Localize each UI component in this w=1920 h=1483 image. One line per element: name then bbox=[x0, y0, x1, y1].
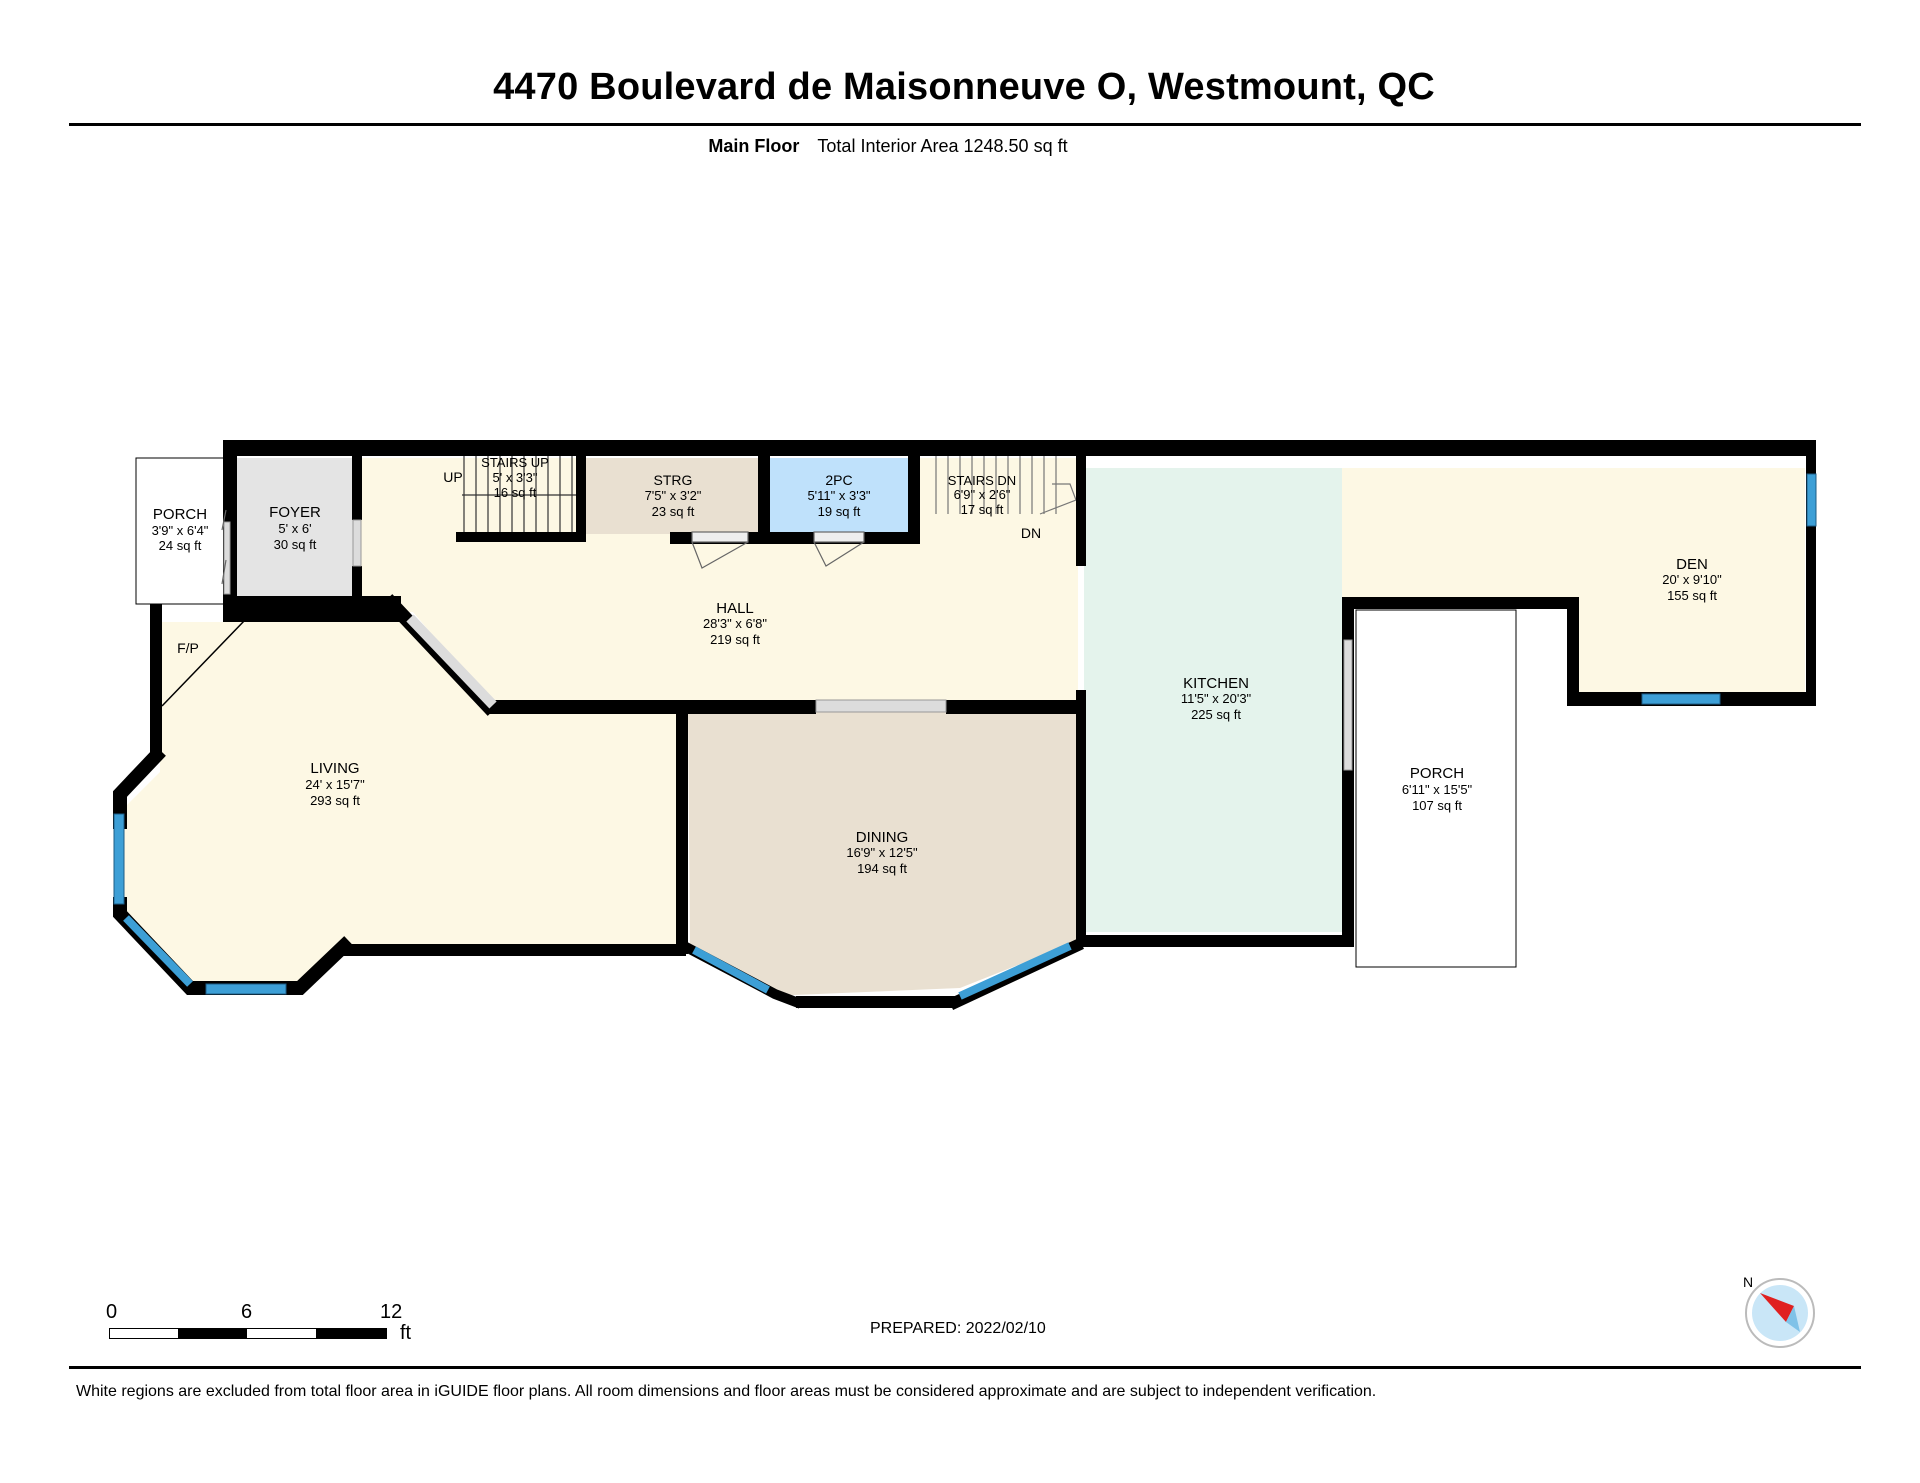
door-swings bbox=[221, 509, 865, 585]
room-den bbox=[1342, 468, 1805, 692]
prepared-date: PREPARED: 2022/02/10 bbox=[870, 1320, 1046, 1337]
walls bbox=[150, 440, 1816, 1008]
floor-subtitle: Main Floor Total Interior Area 1248.50 sq… bbox=[0, 136, 1776, 157]
den-name: DEN bbox=[1676, 556, 1708, 573]
stairs-down-treads bbox=[935, 456, 1077, 515]
porch-east-dims: 6'11" x 15'5" bbox=[1402, 782, 1473, 797]
hall-area: 219 sq ft bbox=[710, 632, 760, 647]
stairs-dn-name: STAIRS DN bbox=[948, 473, 1016, 488]
kitchen-area: 225 sq ft bbox=[1191, 707, 1241, 722]
kitchen-name: KITCHEN bbox=[1183, 675, 1249, 692]
scale-unit: ft bbox=[400, 1322, 412, 1344]
hall-name: HALL bbox=[716, 600, 754, 617]
stairs-up-treads bbox=[462, 456, 576, 532]
living-name: LIVING bbox=[310, 760, 359, 777]
scale-mid: 6 bbox=[241, 1301, 253, 1323]
stairs-up-name: STAIRS UP bbox=[481, 455, 549, 470]
scale-max: 12 bbox=[380, 1301, 403, 1323]
openings bbox=[223, 519, 1353, 771]
stairs-up-marker: UP bbox=[443, 469, 462, 485]
room-strg bbox=[584, 458, 762, 534]
foyer-name: FOYER bbox=[269, 504, 321, 521]
porch-west-name: PORCH bbox=[153, 506, 207, 523]
strg-name: STRG bbox=[654, 472, 693, 488]
2pc-name: 2PC bbox=[825, 472, 852, 488]
den-area: 155 sq ft bbox=[1667, 588, 1717, 603]
room-2pc bbox=[769, 458, 908, 534]
living-dims: 24' x 15'7" bbox=[305, 777, 365, 792]
page-title: 4470 Boulevard de Maisonneuve O, Westmou… bbox=[493, 66, 1435, 108]
room-foyer bbox=[231, 458, 353, 599]
porch-east-name: PORCH bbox=[1410, 765, 1464, 782]
strg-area: 23 sq ft bbox=[652, 504, 695, 519]
fireplace-label: F/P bbox=[177, 640, 199, 656]
compass-icon bbox=[1745, 1278, 1815, 1348]
disclaimer: White regions are excluded from total fl… bbox=[76, 1383, 1377, 1400]
stairs-up-dims: 5' x 3'3" bbox=[493, 470, 538, 485]
title-rule bbox=[69, 123, 1861, 126]
foyer-dims: 5' x 6' bbox=[278, 521, 311, 536]
porch-east-area: 107 sq ft bbox=[1412, 798, 1462, 813]
room-labels: PORCH 3'9" x 6'4" 24 sq ft FOYER 5' x 6'… bbox=[152, 455, 1753, 1290]
foyer-area: 30 sq ft bbox=[274, 537, 317, 552]
2pc-dims: 5'11" x 3'3" bbox=[807, 488, 870, 503]
2pc-area: 19 sq ft bbox=[818, 504, 861, 519]
stairs-dn-area: 17 sq ft bbox=[961, 502, 1004, 517]
stairs-up-area: 16 sq ft bbox=[494, 485, 537, 500]
strg-dims: 7'5" x 3'2" bbox=[645, 488, 702, 503]
footer-rule bbox=[69, 1366, 1861, 1369]
hall-dims: 28'3" x 6'8" bbox=[703, 616, 767, 631]
living-opening bbox=[406, 614, 497, 709]
stairs-down-marker: DN bbox=[1021, 525, 1041, 541]
den-dims: 20' x 9'10" bbox=[1662, 572, 1722, 587]
porch-west-dims: 3'9" x 6'4" bbox=[152, 523, 209, 538]
fireplace-line bbox=[161, 619, 246, 707]
scale-bar bbox=[109, 1328, 387, 1339]
dining-area: 194 sq ft bbox=[857, 861, 907, 876]
compass-north-label: N bbox=[1743, 1274, 1753, 1290]
stairs-dn-dims: 6'9" x 2'6" bbox=[954, 487, 1011, 502]
room-porch-east bbox=[1355, 609, 1517, 968]
dining-name: DINING bbox=[856, 829, 909, 846]
floor-name: Main Floor bbox=[708, 136, 800, 156]
windows bbox=[113, 473, 1817, 995]
dining-dims: 16'9" x 12'5" bbox=[846, 845, 918, 860]
porch-west-area: 24 sq ft bbox=[159, 538, 202, 553]
room-kitchen bbox=[1084, 468, 1342, 932]
total-area: Total Interior Area 1248.50 sq ft bbox=[817, 136, 1068, 156]
kitchen-dims: 11'5" x 20'3" bbox=[1181, 691, 1252, 706]
scale-zero: 0 bbox=[106, 1301, 118, 1323]
living-area: 293 sq ft bbox=[310, 793, 360, 808]
windows-angled bbox=[123, 915, 1072, 1000]
room-dining bbox=[688, 710, 1076, 996]
